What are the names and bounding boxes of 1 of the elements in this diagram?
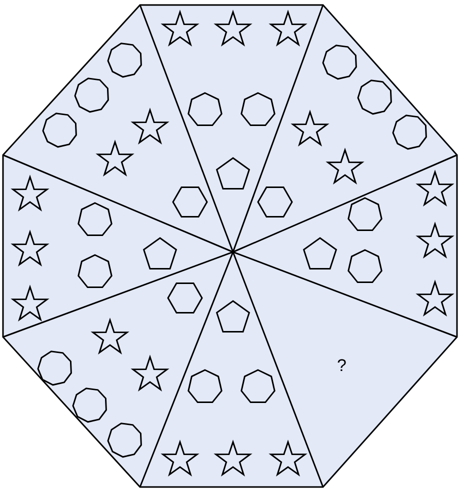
question-mark: ? bbox=[337, 356, 346, 376]
